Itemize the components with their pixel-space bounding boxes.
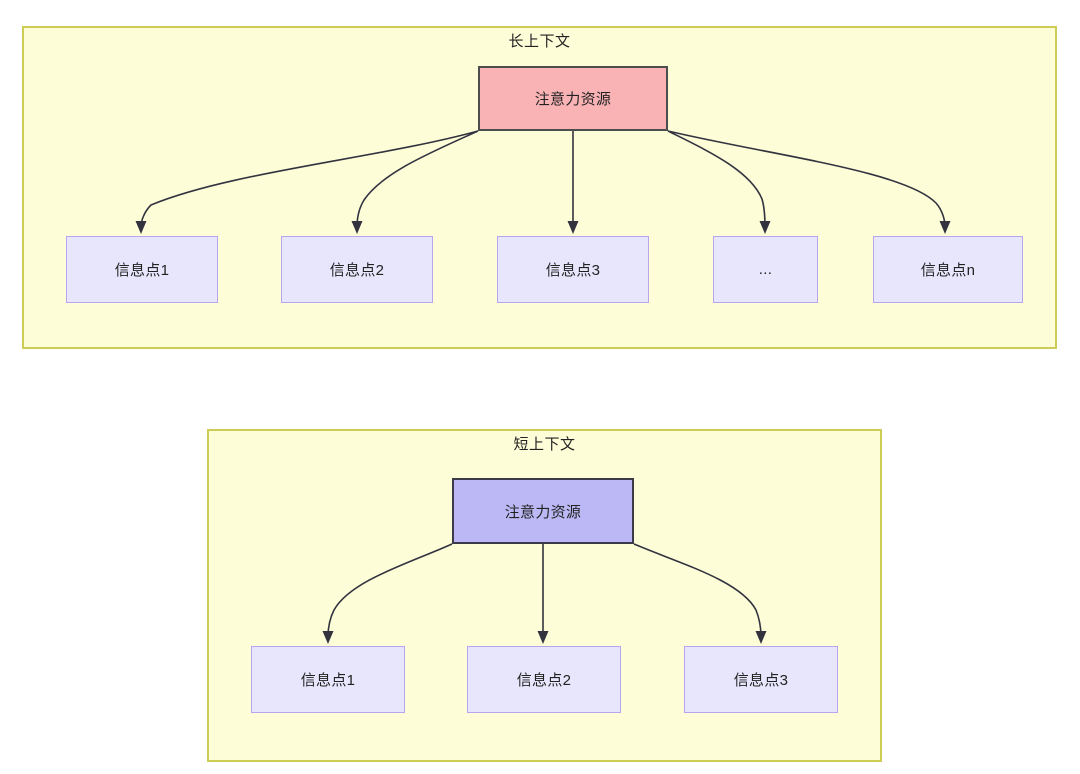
short-context-info-node-3[interactable]: 信息点3: [684, 646, 838, 713]
long-context-info-label-2: 信息点2: [329, 262, 385, 279]
short-context-info-label-3: 信息点3: [733, 672, 789, 689]
long-context-group-title: 长上下文: [508, 33, 571, 50]
long-context-attention-label: 注意力资源: [534, 91, 612, 108]
long-context-info-node-2[interactable]: 信息点2: [281, 236, 433, 303]
long-context-info-node-1[interactable]: 信息点1: [66, 236, 218, 303]
short-context-attention-node[interactable]: 注意力资源: [452, 478, 634, 544]
long-context-info-label-3: 信息点3: [545, 262, 601, 279]
long-context-info-label-n: 信息点n: [920, 262, 976, 279]
short-context-info-label-1: 信息点1: [300, 672, 356, 689]
long-context-attention-node[interactable]: 注意力资源: [478, 66, 668, 131]
long-context-info-node-n[interactable]: 信息点n: [873, 236, 1023, 303]
short-context-info-label-2: 信息点2: [516, 672, 572, 689]
short-context-info-node-1[interactable]: 信息点1: [251, 646, 405, 713]
short-context-attention-label: 注意力资源: [504, 503, 582, 521]
long-context-info-label-ellipsis: ...: [758, 261, 773, 278]
long-context-info-node-3[interactable]: 信息点3: [497, 236, 649, 303]
short-context-info-node-2[interactable]: 信息点2: [467, 646, 621, 713]
long-context-info-label-1: 信息点1: [114, 262, 170, 279]
long-context-info-node-ellipsis[interactable]: ...: [713, 236, 818, 303]
short-context-group-title: 短上下文: [513, 436, 576, 453]
